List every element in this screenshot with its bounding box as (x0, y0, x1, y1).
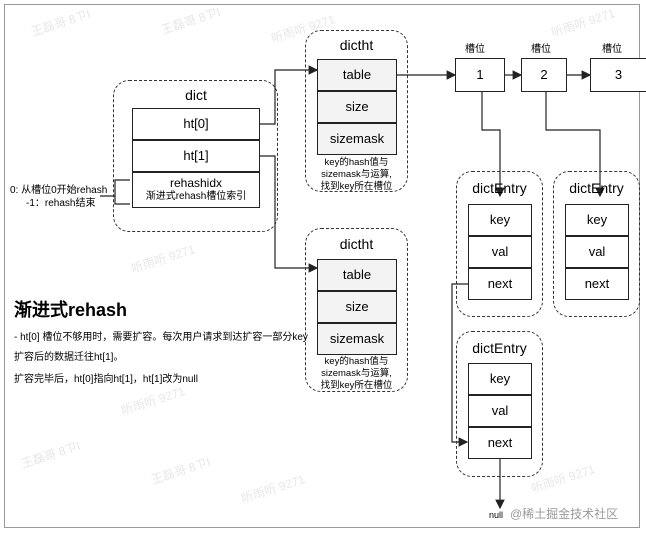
slot-cell-1: 1 (455, 58, 505, 92)
entry-1-key-field: key (468, 204, 532, 236)
dictht-top-size-field: size (317, 91, 397, 123)
dictht-bottom-sizemask-field: sizemask (317, 323, 397, 355)
dictht-bottom-title: dictht (339, 236, 374, 252)
dict-entry-3-title: dictEntry (472, 340, 527, 356)
dict-ht1-field: ht[1] (132, 140, 260, 172)
dict-rehashidx-field: rehashidx 渐进式rehash槽位索引 (132, 172, 260, 208)
dict-ht0-field: ht[0] (132, 108, 260, 140)
ht1-to-dictht-line (260, 155, 319, 273)
entry-2-val-field: val (565, 236, 629, 268)
rehashidx-desc: 渐进式rehash槽位索引 (145, 191, 247, 203)
slot-label-1: 槽位 (465, 44, 485, 55)
slot-cell-2: 2 (521, 58, 567, 92)
entry-1-next-field: next (468, 268, 532, 300)
null-label: null (489, 510, 504, 520)
rehashidx-label: rehashidx (169, 176, 223, 191)
rehash-note-line2: -1：rehash结束 (26, 198, 96, 209)
rehash-note-line1: 0: 从槽位0开始rehash (10, 185, 108, 196)
footer-watermark: @稀土掘金技术社区 (510, 507, 619, 521)
dict-entry-1-title: dictEntry (472, 180, 527, 196)
dictht-top-note: key的hash值与 sizemask与运算, 找到key所在槽位 (320, 157, 393, 192)
entry-2-key-field: key (565, 204, 629, 236)
dictht-top-table-field: table (317, 59, 397, 91)
next-to-entry-line (451, 283, 469, 447)
dictht-bottom-note: key的hash值与 sizemask与运算, 找到key所在槽位 (320, 356, 393, 391)
ht0-to-dictht-line (260, 65, 319, 125)
dict-group (113, 80, 278, 232)
entry-3-key-field: key (468, 363, 532, 395)
section-heading: 渐进式rehash (14, 300, 128, 320)
dictht-top-group (305, 30, 408, 192)
entry-1-val-field: val (468, 236, 532, 268)
dict-title: dict (185, 87, 207, 103)
dictht-bottom-group (305, 228, 408, 392)
slot1-to-entry-line (481, 92, 505, 198)
slot-label-3: 槽位 (602, 44, 622, 55)
slot-cell-3: 3 (590, 58, 646, 92)
entry-2-next-field: next (565, 268, 629, 300)
dict-entry-2-group (553, 171, 640, 317)
dictht-bottom-table-field: table (317, 259, 397, 291)
slot-label-2: 槽位 (531, 44, 551, 55)
dict-entry-2-title: dictEntry (569, 180, 624, 196)
dictht-bottom-size-field: size (317, 291, 397, 323)
dict-entry-3-group (456, 331, 543, 477)
dictht-top-sizemask-field: sizemask (317, 123, 397, 155)
dictht-top-title: dictht (339, 37, 374, 53)
rehashidx-bracket (100, 179, 130, 197)
section-paragraph-1: - ht[0] 槽位不够用时，需要扩容。每次用户请求到达扩容一部分key (14, 332, 308, 343)
entry-3-next-field: next (468, 427, 532, 459)
slot2-to-entry-line (545, 92, 605, 198)
section-paragraph-2: 扩容后的数据迁往ht[1]。 (14, 352, 124, 363)
dict-entry-1-group (456, 171, 543, 317)
entry-3-val-field: val (468, 395, 532, 427)
section-paragraph-3: 扩容完毕后，ht[0]指向ht[1]，ht[1]改为null (14, 374, 198, 385)
